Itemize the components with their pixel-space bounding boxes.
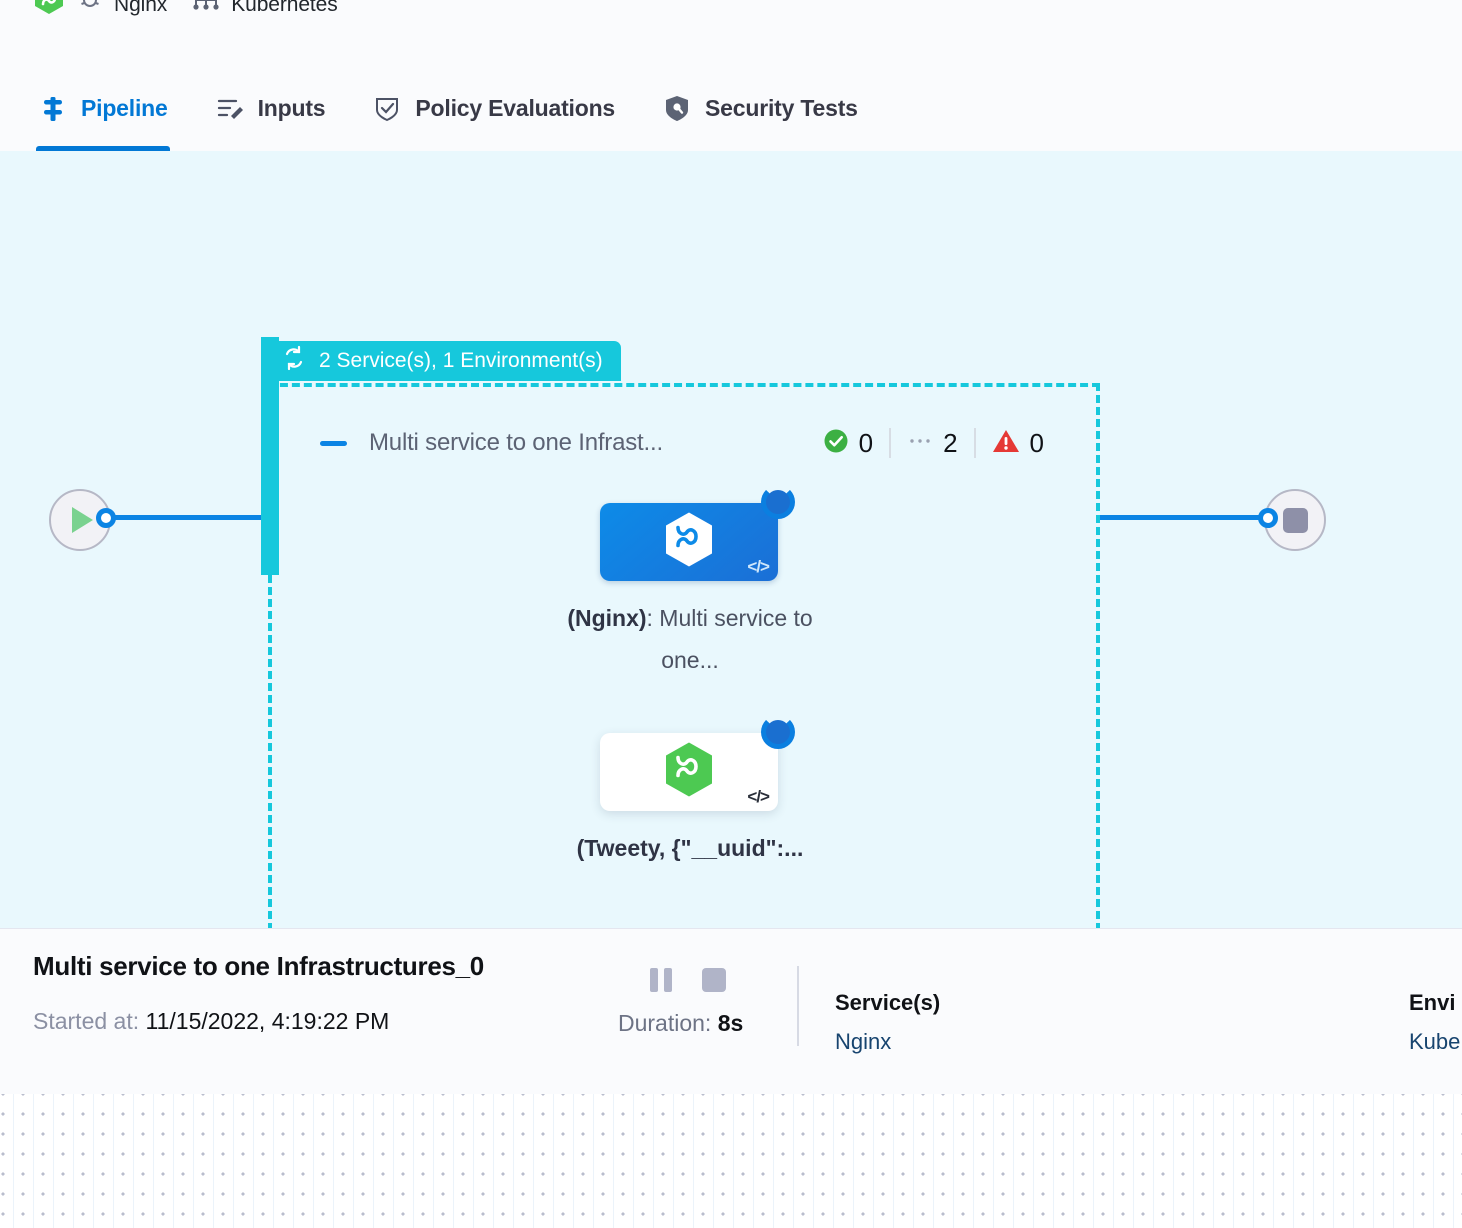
execution-started-at: Started at: 11/15/2022, 4:19:22 PM <box>33 1008 389 1035</box>
background-dot-grid <box>0 1094 1462 1228</box>
count-running-value: 2 <box>943 427 958 458</box>
started-at-value: 11/15/2022, 4:19:22 PM <box>145 1008 390 1034</box>
tab-inputs[interactable]: Inputs <box>215 66 326 151</box>
execution-title: Multi service to one Infrastructures_0 <box>33 951 484 981</box>
node-label-bold: (Nginx) <box>567 605 647 631</box>
tab-label-policy-evaluations: Policy Evaluations <box>415 95 616 121</box>
services-heading: Service(s) <box>835 990 941 1015</box>
tab-label-pipeline: Pipeline <box>81 95 168 121</box>
stop-icon <box>1282 507 1308 533</box>
node-status-running-spinner-icon <box>761 715 795 749</box>
tab-policy-evaluations[interactable]: Policy Evaluations <box>372 66 615 151</box>
duration-value: 8s <box>717 1010 744 1036</box>
services-column: Service(s) Nginx <box>835 990 940 1055</box>
harness-hexagon-green-icon <box>661 741 717 804</box>
harness-hexagon-white-icon <box>661 511 717 574</box>
breadcrumb-label-kubernetes: Kubernetes <box>231 0 338 16</box>
start-node-port[interactable] <box>96 508 116 528</box>
environments-value[interactable]: Kube <box>1409 1029 1461 1054</box>
environments-column: Envi Kube <box>1409 990 1460 1055</box>
code-brackets-icon: </> <box>747 557 770 576</box>
count-warning-value: 0 <box>1029 427 1044 458</box>
inputs-icon <box>215 94 245 124</box>
stage-group-title: Multi service to one Infrast... <box>369 429 663 456</box>
kubernetes-icon <box>191 0 221 23</box>
count-running: 2 <box>891 427 976 459</box>
node-label-bold: (Tweety, {"__uuid":... <box>576 835 804 861</box>
execution-tabs: Pipeline Inputs Policy Evaluatio <box>0 66 1462 152</box>
tab-pipeline[interactable]: Pipeline <box>36 66 170 151</box>
detail-divider <box>797 966 799 1046</box>
services-value[interactable]: Nginx <box>835 1029 892 1054</box>
pipeline-icon <box>38 94 68 124</box>
code-brackets-icon: </> <box>747 787 770 806</box>
execution-duration: Duration: 8s <box>618 1010 743 1037</box>
pipeline-node-label-tweety: (Tweety, {"__uuid":... <box>545 827 835 869</box>
execution-controls <box>650 968 726 992</box>
duration-label: Duration: <box>618 1010 712 1036</box>
count-success: 0 <box>807 427 892 459</box>
pipeline-canvas[interactable]: 2 Service(s), 1 Environment(s) Multi ser… <box>0 151 1462 928</box>
count-success-value: 0 <box>858 427 874 458</box>
node-status-running-spinner-icon <box>761 485 795 519</box>
connector-start <box>112 515 262 520</box>
breadcrumb-item-kubernetes[interactable]: Kubernetes <box>191 0 338 18</box>
tab-label-inputs: Inputs <box>257 95 326 121</box>
policy-shield-check-icon <box>372 94 402 124</box>
node-label-rest: : Multi service to one... <box>646 605 813 673</box>
running-dotted-icon <box>907 428 933 459</box>
connector-end <box>1100 515 1262 520</box>
breadcrumb-item-nginx[interactable]: Nginx <box>32 0 167 18</box>
gear-icon <box>76 0 104 22</box>
pipeline-node-nginx[interactable]: </> <box>600 503 778 581</box>
tab-label-security-tests: Security Tests <box>705 95 858 121</box>
started-at-label: Started at: <box>33 1008 140 1034</box>
stage-group-boundary <box>268 383 1100 928</box>
tab-security-tests[interactable]: Security Tests <box>662 66 858 151</box>
warning-triangle-icon <box>992 428 1020 459</box>
breadcrumb-label-nginx: Nginx <box>114 0 168 16</box>
pipeline-node-label-nginx: (Nginx): Multi service to one... <box>545 597 835 681</box>
stage-group-badge-label: 2 Service(s), 1 Environment(s) <box>319 349 603 372</box>
success-check-icon <box>823 428 849 459</box>
stage-group-counts: 0 2 <box>807 423 1060 463</box>
collapse-dash-icon[interactable] <box>320 440 347 446</box>
environments-heading: Envi <box>1409 990 1456 1015</box>
stage-group-header: Multi service to one Infrast... 0 <box>320 423 1060 463</box>
harness-hexagon-logo-icon <box>32 0 66 22</box>
security-shield-icon <box>662 94 692 124</box>
breadcrumb: Nginx Kubernetes <box>0 0 1462 67</box>
stop-square-icon[interactable] <box>702 968 726 992</box>
end-node-port[interactable] <box>1258 508 1278 528</box>
pause-icon[interactable] <box>650 968 672 992</box>
stage-group-badge[interactable]: 2 Service(s), 1 Environment(s) <box>261 341 621 381</box>
count-warning: 0 <box>976 428 1060 458</box>
loop-rollback-icon <box>281 345 307 377</box>
pipeline-node-tweety[interactable]: </> <box>600 733 778 811</box>
play-icon <box>72 507 93 533</box>
